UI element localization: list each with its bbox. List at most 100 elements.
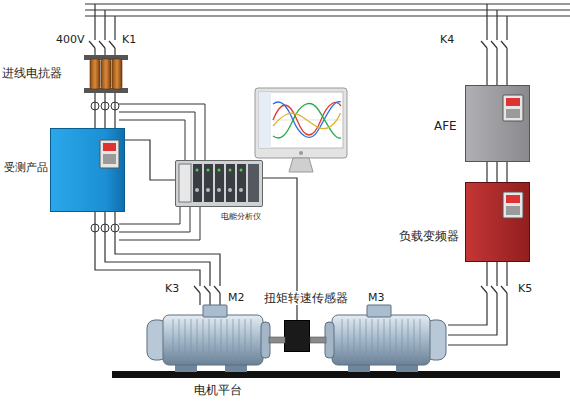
- cooling-fin: [251, 319, 252, 361]
- node-label: AFE: [434, 119, 457, 133]
- wire: [94, 4, 95, 40]
- keypad-display: [506, 98, 520, 106]
- keypad-buttons: [103, 154, 116, 164]
- wire: [105, 212, 210, 305]
- wire: [104, 10, 105, 40]
- switch-label: K1: [122, 33, 136, 46]
- cooling-fin: [342, 319, 343, 361]
- cooling-fin: [245, 319, 246, 361]
- cooling-fin: [378, 319, 379, 361]
- terminal-box: [203, 305, 227, 317]
- wire: [114, 48, 115, 56]
- signal-line: [119, 207, 190, 232]
- terminal: [195, 188, 199, 192]
- terminal: [228, 188, 232, 192]
- contactor-symbol: [491, 286, 497, 293]
- cooling-fin: [173, 319, 174, 361]
- load-inverter: 负载变频器: [465, 182, 530, 262]
- cooling-fin: [191, 319, 192, 361]
- cooling-fin: [348, 319, 349, 361]
- power-analyzer: 电能分析仪: [175, 160, 263, 207]
- signal-line: [119, 207, 200, 240]
- current-transformer: [111, 102, 119, 110]
- end-shield: [325, 322, 334, 358]
- signal-line: [119, 207, 180, 224]
- cooling-fin: [233, 319, 234, 361]
- cooling-fin: [384, 319, 385, 361]
- wire: [125, 140, 175, 180]
- node-label: M2: [228, 291, 245, 304]
- analyzer-module: [237, 164, 246, 202]
- status-light: [229, 169, 232, 172]
- contactor-symbol: [481, 286, 487, 293]
- wire: [486, 162, 487, 182]
- cooling-fin: [209, 319, 210, 361]
- motor-platform: [112, 371, 560, 378]
- cooling-fin: [390, 319, 391, 361]
- analyzer-module: [179, 164, 191, 202]
- keypad-buttons: [506, 109, 520, 118]
- cooling-fin: [239, 319, 240, 361]
- wire: [496, 48, 497, 85]
- torque-sensor: 扭矩转速传感器: [284, 320, 310, 352]
- waveform: [273, 104, 341, 139]
- contactor-symbol: [99, 41, 105, 48]
- switch-label: K3: [165, 282, 179, 295]
- analyzer-module: [226, 164, 235, 202]
- cooling-fin: [185, 319, 186, 361]
- signal-line: [119, 112, 195, 160]
- current-transformer: [101, 102, 109, 110]
- current-transformer: [91, 224, 99, 232]
- afe-cabinet: AFE: [465, 85, 530, 162]
- waveform: [273, 102, 341, 138]
- keypad-display: [506, 195, 520, 203]
- switch-label: K5: [518, 282, 532, 295]
- voltage-label: 400V: [56, 33, 85, 46]
- contactor-symbol: [501, 41, 507, 48]
- keypad: [100, 140, 119, 168]
- reactor-coil: [90, 59, 100, 89]
- node-label: 受测产品: [4, 161, 48, 174]
- motor: M2: [145, 305, 285, 372]
- node-label: 负载变频器: [399, 229, 459, 243]
- cooling-fin: [408, 319, 409, 361]
- monitor-body: [255, 88, 347, 158]
- reactor-coil: [101, 59, 111, 89]
- keypad: [503, 192, 523, 218]
- wire: [506, 162, 507, 182]
- cooling-fin: [420, 319, 421, 361]
- motor-shaft: [310, 337, 326, 343]
- status-light: [207, 169, 210, 172]
- motor-drawing: [145, 305, 285, 372]
- contactor-symbol: [109, 41, 115, 48]
- keypad: [503, 95, 523, 121]
- analyzer-module: [215, 164, 224, 202]
- cooling-fin: [360, 319, 361, 361]
- current-transformer: [111, 224, 119, 232]
- wire: [448, 262, 507, 345]
- analyzer-module: [193, 164, 202, 202]
- analyzer-module: [204, 164, 213, 202]
- status-light: [240, 169, 243, 172]
- cooling-fin: [366, 319, 367, 361]
- contact-gap: [197, 286, 223, 293]
- screen-panel: [259, 92, 271, 148]
- wire: [486, 4, 487, 40]
- switch-label: K4: [440, 33, 454, 46]
- status-light: [196, 169, 199, 172]
- keypad-display: [103, 143, 116, 151]
- motor-shaft: [269, 337, 285, 343]
- keypad-buttons: [506, 206, 520, 215]
- cooling-fin: [179, 319, 180, 361]
- part-label: 进线电抗器: [2, 66, 62, 80]
- cooling-fin: [215, 319, 216, 361]
- bus-line: [85, 3, 570, 4]
- contactor-symbol: [89, 41, 95, 48]
- wire: [95, 212, 200, 305]
- part-label: 电机平台: [194, 383, 242, 397]
- motor-body: [163, 315, 263, 365]
- contactor-symbol: [491, 41, 497, 48]
- cooling-fin: [227, 319, 228, 361]
